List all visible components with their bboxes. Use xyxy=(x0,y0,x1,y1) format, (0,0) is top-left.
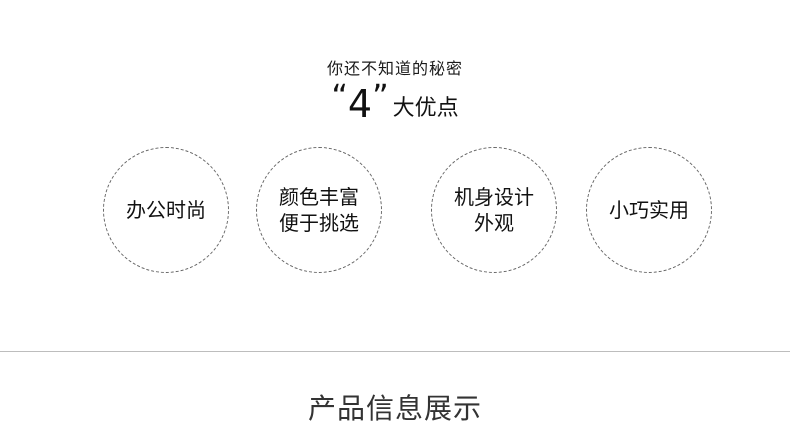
advantage-count: 4 xyxy=(347,82,373,126)
quote-open-mark: “ xyxy=(331,77,348,115)
feature-label: 办公时尚 xyxy=(126,198,206,222)
feature-label: 颜色丰富 xyxy=(279,185,359,209)
feature-badge-compact: 小巧实用 xyxy=(586,147,712,273)
intro-headline: “4”大优点 xyxy=(0,80,790,123)
feature-badge-office-fashion: 办公时尚 xyxy=(103,147,229,273)
feature-label-line2: 外观 xyxy=(474,211,514,235)
intro-subtitle: 你还不知道的秘密 xyxy=(326,59,463,78)
quote-close-mark: ” xyxy=(372,77,389,115)
feature-label: 小巧实用 xyxy=(609,198,689,222)
advantage-suffix: 大优点 xyxy=(392,96,459,121)
section-divider xyxy=(0,351,790,352)
feature-badge-colors: 颜色丰富 便于挑选 xyxy=(256,147,382,273)
section-title: 产品信息展示 xyxy=(307,392,482,425)
feature-label: 机身设计 xyxy=(454,185,534,209)
feature-label-line2: 便于挑选 xyxy=(279,211,359,235)
feature-badge-body-design: 机身设计 外观 xyxy=(431,147,557,273)
